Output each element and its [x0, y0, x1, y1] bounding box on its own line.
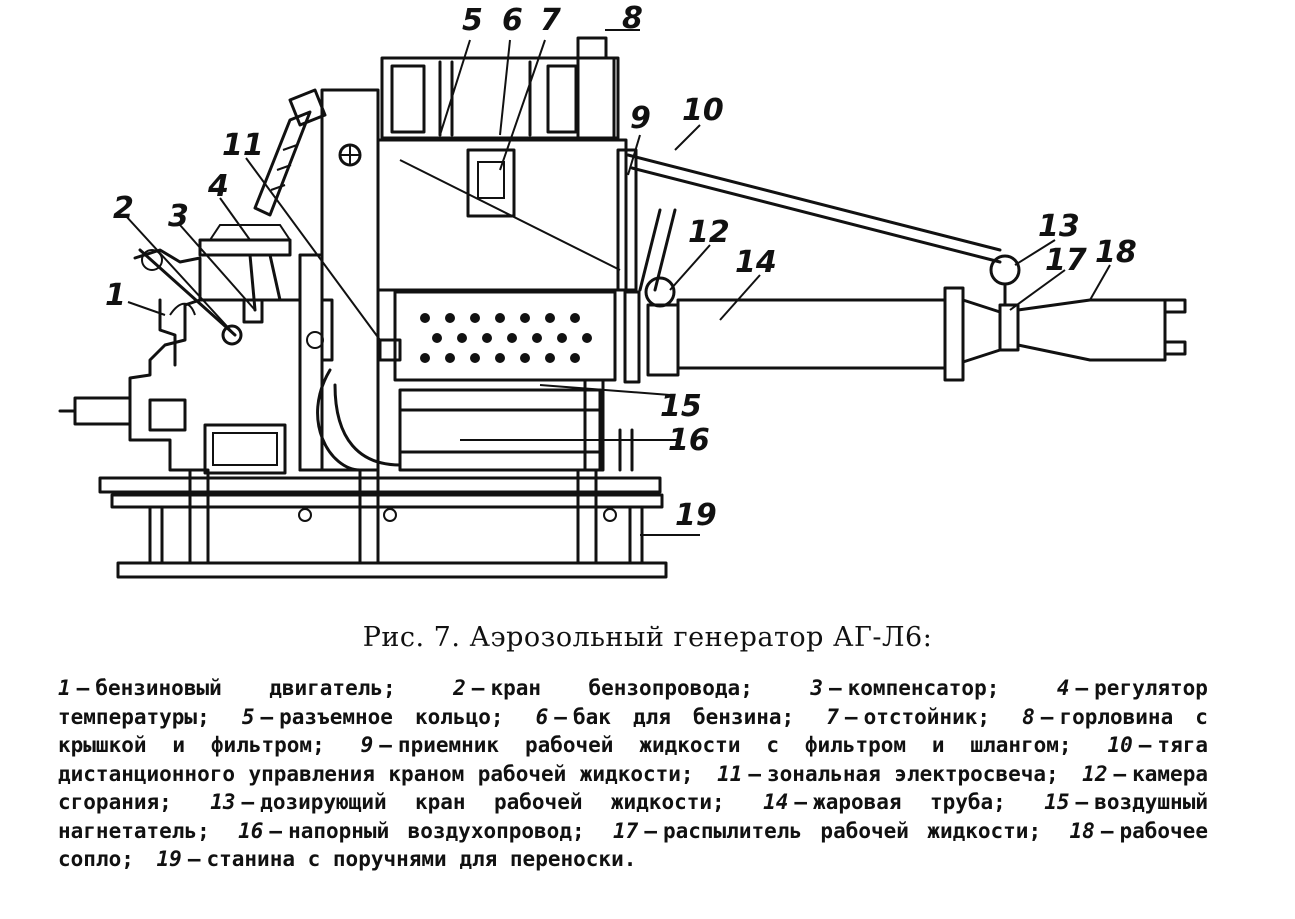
legend-item-number: 8	[1022, 704, 1035, 729]
legend-item: 14—жаровая труба;	[763, 790, 1006, 814]
legend-item: 19—станина с поручнями для переноски.	[156, 847, 637, 871]
petrol-engine	[58, 248, 302, 475]
legend-item-number: 14	[763, 790, 789, 814]
liquid-receiver	[616, 148, 677, 292]
legend-item: 8—горловина с крышкой и фильтром;	[58, 704, 1208, 758]
stand-frame	[98, 468, 668, 579]
heater-grid	[420, 313, 592, 363]
callout-15: 15	[660, 389, 702, 424]
legend-item-number: 11	[717, 761, 743, 786]
legend-item-text: бак для бензина	[572, 704, 782, 729]
callout-13: 13	[1038, 209, 1080, 244]
flame-tube	[623, 276, 1187, 384]
callout-18: 18	[1095, 235, 1137, 270]
callout-6: 6	[502, 3, 523, 38]
legend-item-number: 7	[826, 704, 839, 729]
legend-item-text: рабочее сопло	[58, 818, 1208, 872]
legend-item-text: компенсатор	[847, 676, 987, 700]
legend-item: 17—распылитель рабочей жидкости;	[613, 818, 1042, 843]
legend-item-number: 18	[1069, 818, 1095, 843]
callout-1: 1	[105, 278, 126, 313]
legend-item-number: 16	[238, 818, 264, 843]
callout-17: 17	[1045, 243, 1087, 278]
legend-item-number: 2	[453, 676, 466, 700]
legend-item: 15—воздушный нагнетатель;	[58, 790, 1208, 843]
callout-3: 3	[168, 199, 189, 234]
legend-item: 6—бак для бензина;	[535, 704, 795, 729]
legend-item-text: разъемное кольцо	[279, 704, 491, 729]
legend-item-text: дозирующий кран рабочей жидкости	[260, 790, 713, 814]
legend-item: 13—дозирующий кран рабочей жидкости;	[210, 790, 725, 814]
figure-caption: Рис. 7. Аэрозольный генератор АГ-Л6:	[362, 622, 933, 653]
legend-item: 3—компенсатор;	[810, 676, 1000, 700]
callout-9: 9	[630, 101, 651, 136]
combustion-chamber	[378, 290, 617, 382]
callout-11: 11	[222, 128, 264, 163]
legend-item-number: 3	[810, 676, 823, 700]
legend-item-text: напорный воздухопровод	[288, 818, 572, 843]
legend-item-text: горловина с крышкой и фильтром	[58, 704, 1208, 758]
legend-item-text: зональная электросвеча	[767, 761, 1047, 786]
legend-item-text: кран бензопровода	[490, 676, 741, 700]
control-rod	[626, 153, 1021, 307]
legend-item-number: 5	[241, 704, 255, 729]
legend-item-text: отстойник	[863, 704, 978, 729]
legend-item-number: 6	[535, 704, 549, 729]
fuel-line	[138, 224, 292, 337]
legend-item: 2—кран бензопровода;	[453, 676, 753, 700]
leader-lines	[124, 29, 1111, 536]
legend-item-number: 10	[1107, 733, 1133, 757]
legend-item-number: 19	[156, 847, 182, 871]
legend-item-text: приемник рабочей жидкости с фильтром и ш…	[397, 733, 1059, 757]
legend-item-number: 1	[58, 676, 71, 700]
callout-5: 5	[462, 3, 483, 38]
callout-12: 12	[688, 215, 730, 250]
legend-item-number: 13	[210, 790, 236, 814]
legend-item-text: камера сгорания	[58, 761, 1208, 815]
legend-item-text: воздушный нагнетатель	[58, 790, 1208, 843]
callout-14: 14	[735, 245, 777, 280]
spark-plug	[253, 88, 327, 217]
legend-item-number: 9	[360, 733, 374, 757]
air-blower	[316, 368, 634, 472]
callout-7: 7	[540, 3, 561, 38]
legend-item: 12—камера сгорания;	[58, 761, 1208, 815]
callout-labels: 1 2 3 4 5 6 7 8 9 10 11 12 13 14 15 16 1…	[105, 1, 1137, 533]
callout-19: 19	[675, 498, 717, 533]
legend-item: 5—разъемное кольцо;	[241, 704, 504, 729]
legend-item-text: жаровая труба	[813, 790, 994, 814]
fuel-tank	[376, 36, 628, 292]
legend-item-text: станина с поручнями для переноски	[206, 847, 624, 871]
callout-8: 8	[622, 1, 643, 36]
legend-item-text: бензиновый двигатель	[95, 676, 383, 700]
callout-16: 16	[668, 423, 710, 458]
callout-10: 10	[682, 93, 724, 128]
legend-item: 18—рабочее сопло;	[58, 818, 1208, 872]
legend-item-text: регулятор температуры	[58, 676, 1208, 729]
legend-item-number: 4	[1056, 676, 1070, 700]
legend-item: 10—тяга дистанционного управления краном…	[58, 733, 1208, 786]
legend-item-number: 17	[613, 818, 639, 843]
callout-4: 4	[207, 169, 229, 204]
callout-2: 2	[113, 191, 134, 226]
legend-item: 7—отстойник;	[826, 704, 991, 729]
legend-item: 9—приемник рабочей жидкости с фильтром и…	[360, 733, 1072, 757]
legend-item-number: 12	[1082, 761, 1108, 786]
legend-item-text: тяга дистанционного управления краном ра…	[58, 733, 1208, 786]
figure-legend: 1—бензиновый двигатель; 2—кран бензопров…	[58, 674, 1208, 874]
legend-item-text: распылитель рабочей жидкости	[662, 818, 1029, 843]
legend-item: 4—регулятор температуры;	[58, 676, 1208, 729]
legend-item: 16—напорный воздухопровод;	[238, 818, 585, 843]
legend-item: 11—зональная электросвеча;	[717, 761, 1059, 786]
legend-item-number: 15	[1044, 790, 1070, 814]
legend-item: 1—бензиновый двигатель;	[58, 676, 396, 700]
